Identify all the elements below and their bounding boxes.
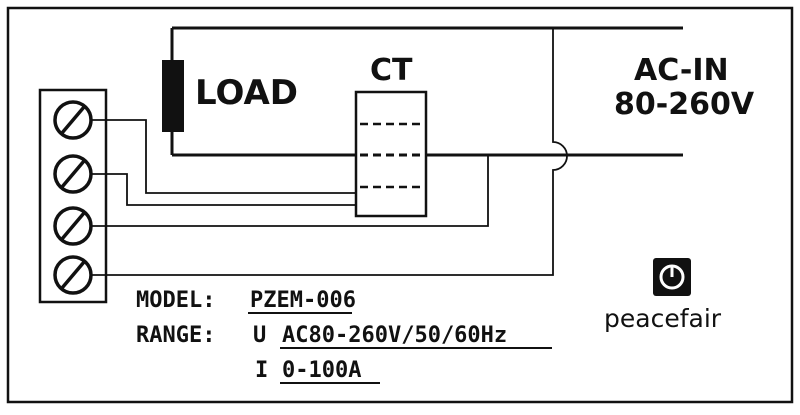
spec-block: MODEL: PZEM-006 RANGE: U AC80-260V/50/60…: [136, 288, 552, 384]
load-label: LOAD: [195, 73, 298, 113]
terminal-screw-4: [53, 255, 93, 295]
terminal-screw-2: [53, 154, 93, 194]
brand-name: peacefair: [604, 304, 722, 333]
load-resistor: [162, 60, 184, 132]
peacefair-logo-icon: [653, 258, 691, 296]
model-key: MODEL:: [136, 288, 215, 313]
terminal-block: [38, 88, 108, 304]
terminal-screw-1: [53, 100, 93, 140]
ct-label: CT: [370, 53, 413, 88]
voltage-range: AC80-260V/50/60Hz: [282, 323, 507, 348]
voltage-symbol: U: [253, 323, 266, 348]
ac-in-label: AC-IN: [634, 53, 729, 88]
terminal-screw-3: [53, 206, 93, 246]
current-transformer: [354, 90, 428, 218]
model-value: PZEM-006: [250, 288, 356, 313]
current-range: 0-100A: [282, 358, 361, 383]
signal-wires: [91, 28, 568, 276]
current-symbol: I: [255, 358, 268, 383]
panel-border: [6, 6, 794, 404]
range-key: RANGE:: [136, 323, 215, 348]
ac-in-voltage-label: 80-260V: [614, 87, 755, 122]
